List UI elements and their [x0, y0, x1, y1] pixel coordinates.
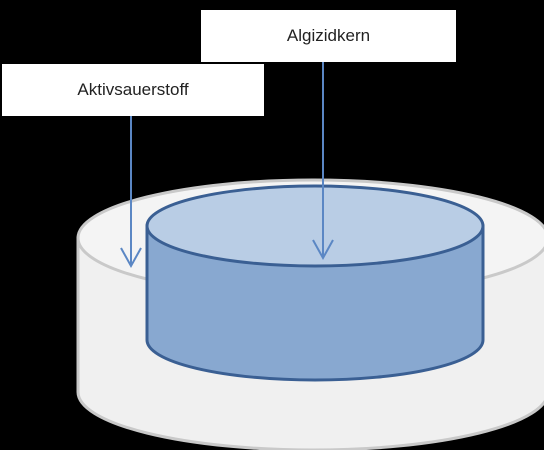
core-label: Algizidkern — [286, 26, 371, 45]
arrow-shell — [120, 116, 142, 269]
shell-label: Aktivsauerstoff — [77, 80, 189, 99]
core-cylinder — [145, 184, 485, 382]
shell-label-box: Aktivsauerstoff — [2, 64, 264, 116]
core-cylinder-body — [145, 224, 485, 382]
core-label-box: Algizidkern — [201, 10, 456, 62]
arrow-core — [312, 62, 334, 261]
core-cylinder-top — [145, 184, 485, 268]
